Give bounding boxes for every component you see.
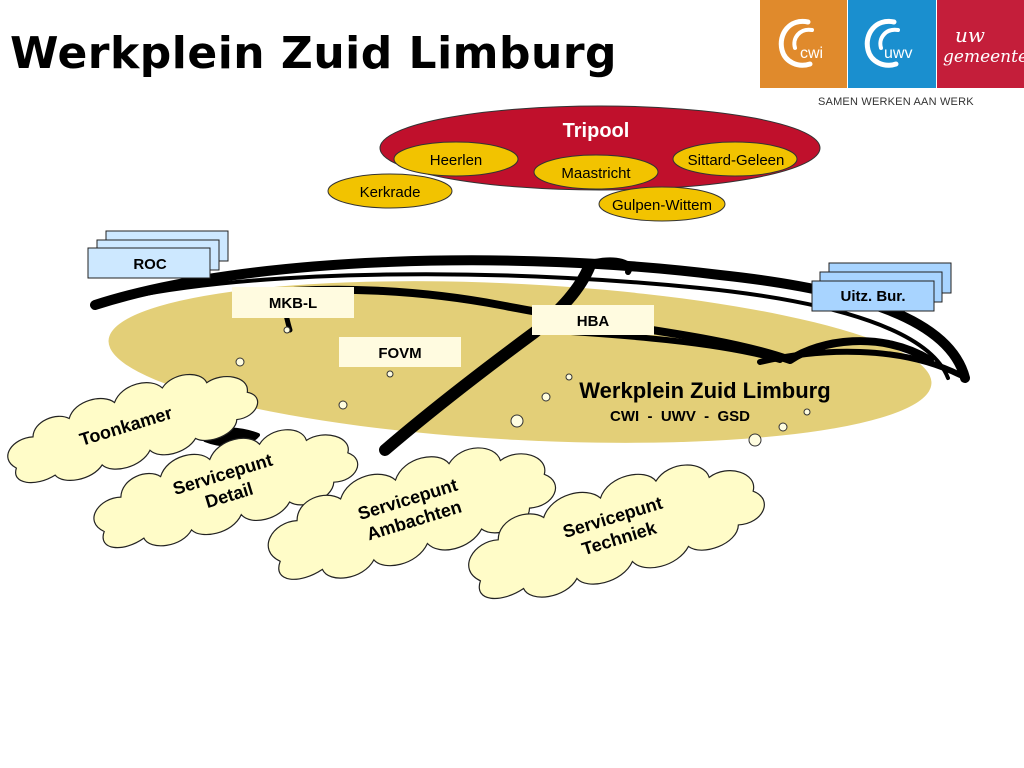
fovm-label: FOVM xyxy=(378,345,421,362)
city-maastricht-label: Maastricht xyxy=(561,165,631,182)
gemeente-logo: uw gemeente xyxy=(937,0,1024,88)
werkplein-subtitle: CWI - UWV - GSD xyxy=(610,408,750,425)
gemeente-logo-line1: uw xyxy=(955,23,985,47)
hba-box: HBA xyxy=(532,305,654,335)
city-maastricht: Maastricht xyxy=(533,154,659,190)
fovm-box: FOVM xyxy=(339,337,461,367)
werkplein-ellipse xyxy=(108,281,932,443)
city-kerkrade-label: Kerkrade xyxy=(360,184,421,201)
tripool-label: Tripool xyxy=(563,120,630,142)
roc-label: ROC xyxy=(133,256,167,273)
city-kerkrade: Kerkrade xyxy=(327,173,453,209)
cloud-servicepunt-ambachten: Servicepunt Ambachten xyxy=(267,447,557,580)
cwi-logo-text: cwi xyxy=(800,45,823,62)
gemeente-logo-line2: gemeente xyxy=(943,47,1024,67)
uitz-bur-stack: Uitz. Bur. xyxy=(811,262,952,312)
tripool-cities: Heerlen Sittard-Geleen Maastricht Kerkra… xyxy=(327,141,798,222)
city-heerlen: Heerlen xyxy=(393,141,519,177)
uwv-logo-text: uwv xyxy=(884,45,912,62)
mkbl-label: MKB-L xyxy=(269,295,317,312)
page-title: Werkplein Zuid Limburg xyxy=(10,28,618,79)
roc-stack: ROC xyxy=(87,230,229,279)
city-heerlen-label: Heerlen xyxy=(430,152,483,169)
uitz-bur-label: Uitz. Bur. xyxy=(840,288,905,305)
cloud-servicepunt-detail: Servicepunt Detail xyxy=(93,429,359,549)
city-sittard-geleen-label: Sittard-Geleen xyxy=(688,152,785,169)
cwi-logo: cwi xyxy=(760,0,847,88)
logo-tagline: SAMEN WERKEN AAN WERK xyxy=(818,96,974,108)
mkbl-box: MKB-L xyxy=(232,287,354,318)
connector-arcs xyxy=(90,255,970,456)
cloud-servicepunt-techniek: Servicepunt Techniek xyxy=(468,464,765,600)
city-sittard-geleen: Sittard-Geleen xyxy=(672,141,798,177)
cloud-toonkamer: Toonkamer xyxy=(7,374,259,484)
hba-label: HBA xyxy=(577,313,610,330)
city-gulpen-wittem-label: Gulpen-Wittem xyxy=(612,197,712,214)
werkplein-title: Werkplein Zuid Limburg xyxy=(579,378,830,403)
city-gulpen-wittem: Gulpen-Wittem xyxy=(598,186,726,222)
uwv-logo: uwv xyxy=(848,0,936,88)
label-boxes: MKB-L HBA FOVM xyxy=(232,287,654,367)
connector-dots xyxy=(235,326,811,447)
